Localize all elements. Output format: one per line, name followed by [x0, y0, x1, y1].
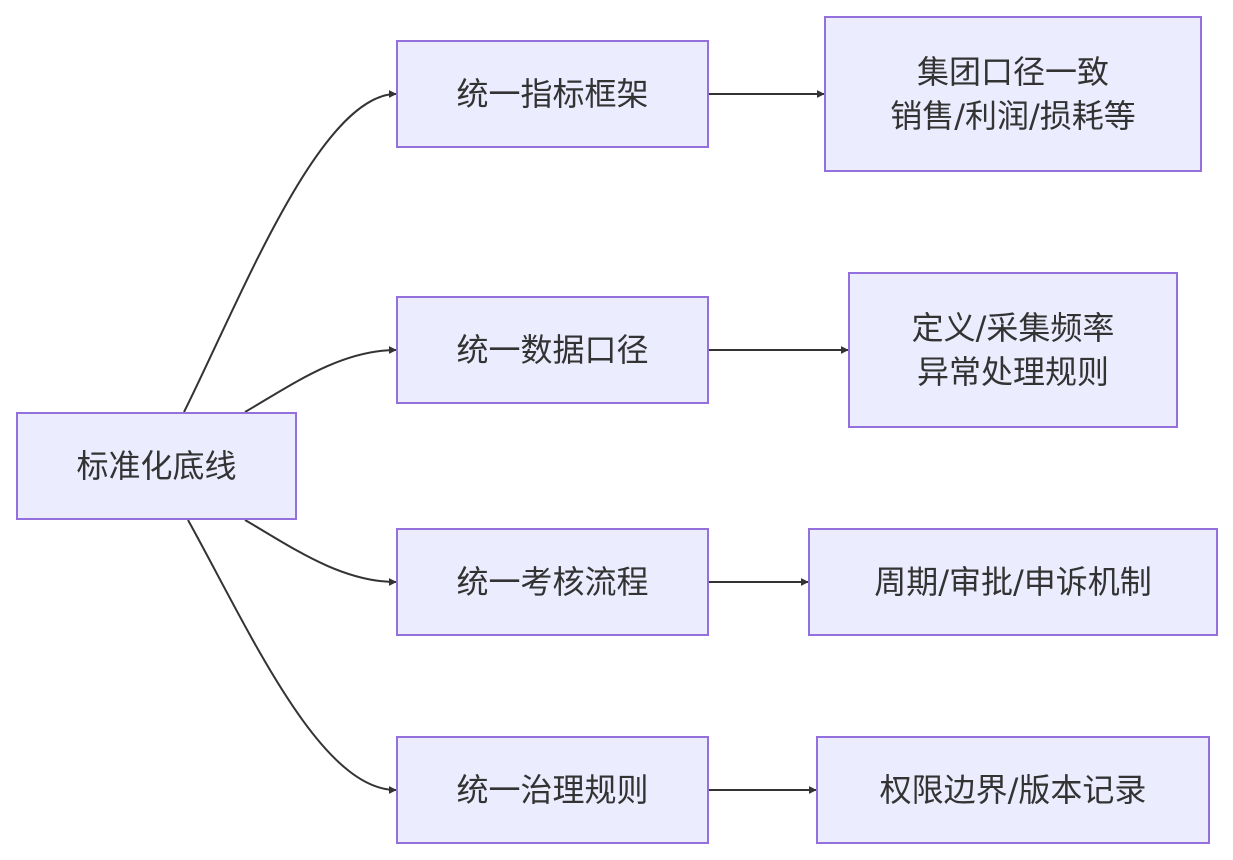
- node-label: 标准化底线: [76, 447, 237, 485]
- edge-root-to-indicator-framework: [183, 90, 397, 413]
- node-label: 统一指标框架: [456, 75, 649, 113]
- node-label-line: 异常处理规则: [916, 353, 1109, 391]
- node-label-line: 定义/采集频率: [911, 309, 1115, 347]
- node-unified-data-definition: 统一数据口径: [396, 296, 709, 404]
- node-label-line: 销售/利润/损耗等: [890, 97, 1136, 135]
- node-label-line: 集团口径一致: [916, 53, 1109, 91]
- edge-root-to-assessment-process: [244, 519, 397, 586]
- node-unified-governance-rules: 统一治理规则: [396, 736, 709, 844]
- node-label: 统一考核流程: [456, 563, 649, 601]
- node-standardization-baseline: 标准化底线: [16, 412, 297, 520]
- edge-root-to-data-definition: [244, 346, 397, 413]
- node-governance-rules-detail: 权限边界/版本记录: [816, 736, 1210, 844]
- node-data-definition-detail: 定义/采集频率 异常处理规则: [848, 272, 1178, 428]
- node-label-line: 周期/审批/申诉机制: [874, 563, 1152, 601]
- node-assessment-process-detail: 周期/审批/申诉机制: [808, 528, 1218, 636]
- node-indicator-framework-detail: 集团口径一致 销售/利润/损耗等: [824, 16, 1202, 172]
- node-unified-indicator-framework: 统一指标框架: [396, 40, 709, 148]
- node-label: 统一治理规则: [456, 771, 649, 809]
- node-label-line: 权限边界/版本记录: [879, 771, 1147, 809]
- node-unified-assessment-process: 统一考核流程: [396, 528, 709, 636]
- node-label: 统一数据口径: [456, 331, 649, 369]
- edge-root-to-governance-rules: [187, 519, 397, 794]
